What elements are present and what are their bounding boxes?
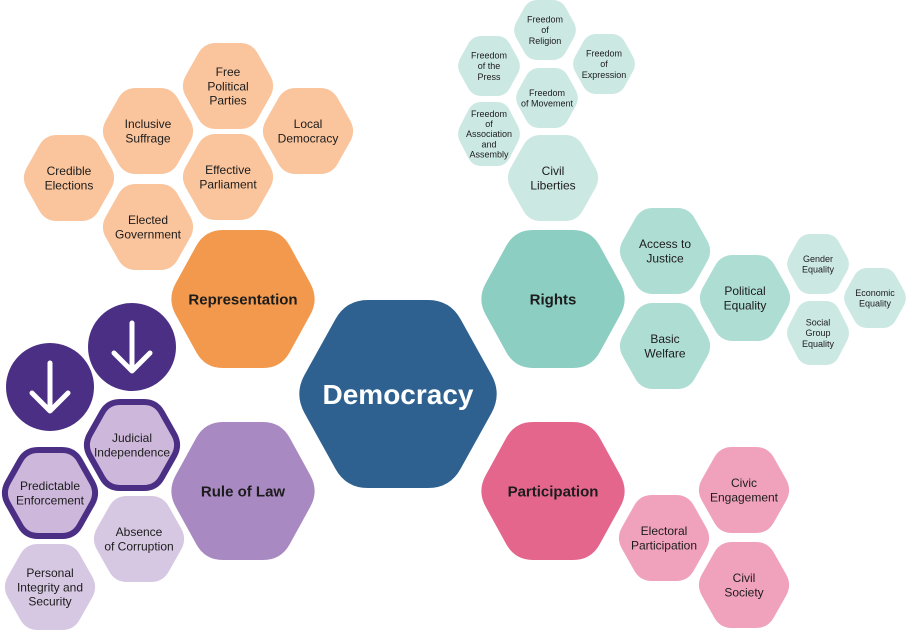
hex-effective-parliament-shape — [182, 134, 274, 220]
hex-predictable-enforcement-shape — [1, 447, 99, 539]
hex-democracy-center-shape — [299, 300, 497, 488]
hex-electoral-participation-shape — [618, 495, 710, 581]
hex-freedom-of-expression-shape — [573, 34, 635, 94]
hex-personal-integrity-security-shape — [4, 544, 96, 630]
hex-freedom-of-association-shape — [458, 102, 520, 166]
hex-rule-of-law: Rule of Law — [171, 422, 315, 560]
hex-freedom-of-the-press-shape — [458, 36, 520, 96]
hex-inclusive-suffrage-shape — [102, 88, 194, 174]
hex-rights: Rights — [481, 230, 625, 368]
hex-participation-shape — [481, 422, 625, 560]
hex-civil-liberties-shape — [507, 135, 599, 221]
decline-indicator-1 — [88, 303, 176, 391]
hex-rule-of-law-shape — [171, 422, 315, 560]
hex-rule-of-law-label: Rule of Law — [201, 483, 286, 500]
hex-free-political-parties-shape — [182, 43, 274, 129]
hex-local-democracy-shape — [262, 88, 354, 174]
hex-participation-label: Participation — [508, 483, 599, 500]
hex-gender-equality-shape — [787, 234, 849, 294]
hex-freedom-of-religion-shape — [514, 0, 576, 60]
hex-rights-label: Rights — [530, 291, 577, 308]
hex-democracy-center-label: Democracy — [323, 379, 474, 410]
hex-basic-welfare-shape — [619, 303, 711, 389]
hex-civil-society-shape — [698, 542, 790, 628]
hex-civic-engagement-shape — [698, 447, 790, 533]
hex-freedom-of-movement-shape — [516, 68, 578, 128]
hex-credible-elections-shape — [23, 135, 115, 221]
decline-indicator-2 — [6, 343, 94, 431]
hex-representation-label: Representation — [188, 291, 297, 308]
hex-rights-shape — [481, 230, 625, 368]
hex-economic-equality-shape — [844, 268, 906, 328]
hex-democracy-center: Democracy — [299, 300, 497, 488]
hex-representation: Representation — [171, 230, 315, 368]
hex-representation-shape — [171, 230, 315, 368]
hex-judicial-independence-shape — [83, 399, 181, 491]
hex-participation: Participation — [481, 422, 625, 560]
hex-political-equality-shape — [699, 255, 791, 341]
hex-absence-of-corruption-shape — [93, 496, 185, 582]
hex-elected-government-shape — [102, 184, 194, 270]
hex-access-to-justice-shape — [619, 208, 711, 294]
hex-social-group-equality-shape — [787, 301, 849, 365]
